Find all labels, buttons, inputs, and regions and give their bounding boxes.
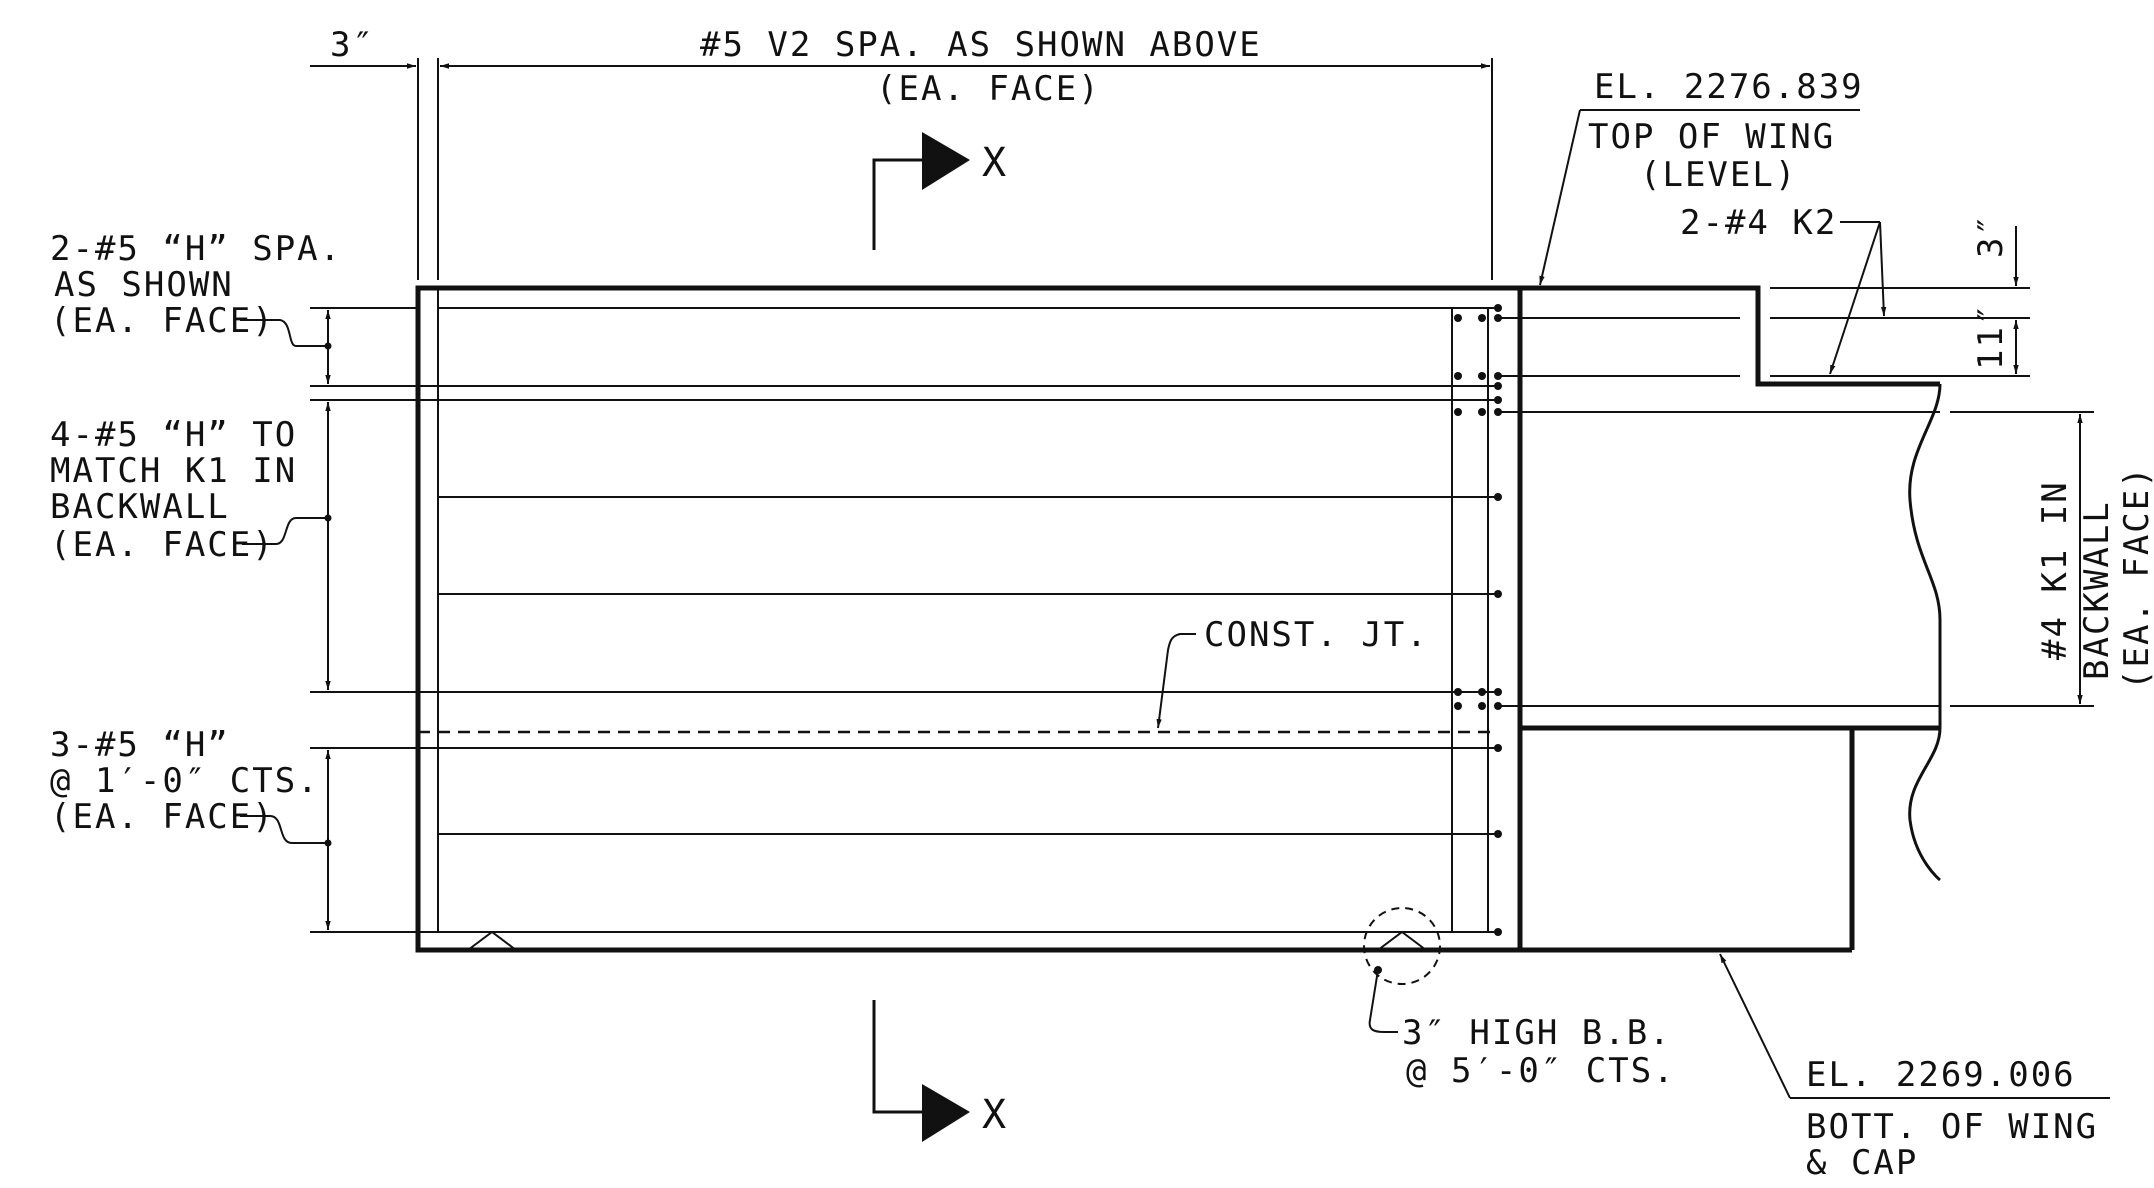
- h-bars-mid-1: 4-#5 “H” TO: [50, 415, 297, 455]
- bar-support-label-2: @ 5′-0″ CTS.: [1406, 1051, 1676, 1091]
- left-dimensions: 2-#5 “H” SPA. AS SHOWN (EA. FACE) 4-#5 “…: [50, 229, 438, 933]
- k2-spacing-label: 11″: [1971, 303, 2011, 370]
- h-bars-top-1: 2-#5 “H” SPA.: [50, 229, 342, 269]
- h-bars-mid-2: MATCH K1 IN: [50, 451, 297, 491]
- k2-cover-label: 3″: [1971, 213, 2011, 258]
- k1-bars-label-2: BACKWALL: [2077, 500, 2117, 680]
- construction-joint-label: CONST. JT.: [1204, 615, 1429, 655]
- top-elevation-desc-2: (LEVEL): [1640, 155, 1797, 195]
- bar-support-label-1: 3″ HIGH B.B.: [1402, 1013, 1672, 1053]
- h-bars-bottom-1: 3-#5 “H”: [50, 725, 230, 765]
- h-bars-bottom-3: (EA. FACE): [50, 797, 275, 837]
- k1-bars-label-3: (EA. FACE): [2117, 465, 2154, 690]
- bottom-elevation-callout: EL. 2269.006 BOTT. OF WING & CAP: [1719, 953, 2110, 1183]
- top-elevation-callout: EL. 2276.839 TOP OF WING (LEVEL): [1539, 67, 1864, 286]
- top-dimension: 3″ #5 V2 SPA. AS SHOWN ABOVE (EA. FACE): [310, 25, 1493, 280]
- k2-callout: 2-#4 K2: [1680, 203, 1887, 375]
- top-elevation-label: EL. 2276.839: [1594, 67, 1864, 107]
- h-bars-mid-4: (EA. FACE): [50, 525, 275, 565]
- wall-outline: [415, 285, 1942, 953]
- top-cover-label: 3″: [330, 25, 375, 65]
- k1-bars-label-1: #4 K1 IN: [2035, 480, 2075, 660]
- h-bars-bottom-2: @ 1′-0″ CTS.: [50, 761, 320, 801]
- bottom-elevation-label: EL. 2269.006: [1806, 1055, 2076, 1095]
- v2-bars-face-label: (EA. FACE): [876, 69, 1101, 109]
- top-elevation-desc-1: TOP OF WING: [1588, 117, 1835, 157]
- v2-bars-label: #5 V2 SPA. AS SHOWN ABOVE: [700, 25, 1262, 65]
- bar-dots: [1454, 304, 1502, 936]
- section-marker-bottom: X: [872, 1000, 1008, 1142]
- bottom-elevation-desc-1: BOTT. OF WING: [1806, 1107, 2098, 1147]
- section-arrow-icon: [922, 132, 970, 190]
- h-bars-top-2: AS SHOWN: [54, 265, 234, 305]
- section-marker-top: X: [872, 132, 1008, 250]
- k2-bars-label: 2-#4 K2: [1680, 203, 1837, 243]
- h-bars-mid-3: BACKWALL: [50, 487, 230, 527]
- right-dimensions: 3″ 11″ #4 K1 IN BACKWALL (EA. FACE): [1770, 213, 2154, 707]
- construction-joint-callout: CONST. JT.: [1156, 615, 1429, 729]
- h-bars-top-3: (EA. FACE): [50, 301, 275, 341]
- section-arrow-icon: [922, 1084, 970, 1142]
- section-mark-bottom: X: [982, 1092, 1008, 1138]
- bottom-elevation-desc-2: & CAP: [1806, 1143, 1918, 1183]
- bar-support-callout: 3″ HIGH B.B. @ 5′-0″ CTS.: [1368, 966, 1676, 1091]
- reinforcement: [418, 288, 1940, 985]
- section-mark-top: X: [982, 140, 1008, 186]
